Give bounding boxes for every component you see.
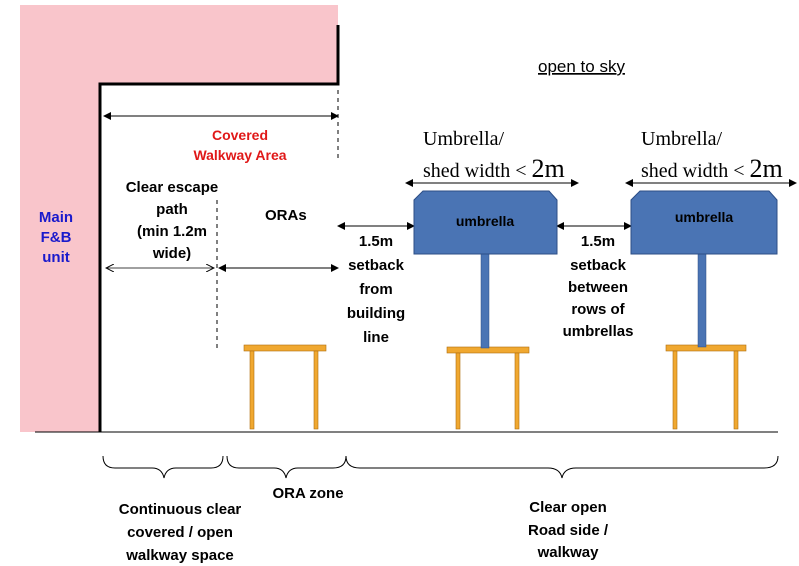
svg-text:(min 1.2m: (min 1.2m [137,223,207,240]
svg-text:1.5m: 1.5m [359,233,393,250]
zone-continuous-label: Continuous clear covered / open walkway … [119,501,242,564]
svg-text:shed width < 2m: shed width < 2m [423,154,565,183]
svg-text:walkway space: walkway space [125,547,234,564]
brace-ora-zone [226,455,347,479]
zone-road-label: Clear open Road side / walkway [528,499,609,561]
svg-text:Clear escape: Clear escape [126,179,219,196]
svg-text:umbrellas: umbrellas [563,323,634,340]
svg-text:unit: unit [42,249,70,266]
covered-walkway-label: Covered Walkway Area [193,127,286,163]
svg-text:between: between [568,279,628,296]
umbrella-1: umbrella [413,190,558,349]
svg-text:Umbrella/: Umbrella/ [641,128,723,150]
umbrella-2: umbrella [630,190,778,348]
setback-building-label: 1.5m setback from building line [347,233,405,346]
oras-label: ORAs [265,207,307,224]
umbrella-2-label: umbrella [675,209,734,225]
svg-text:Clear open: Clear open [529,499,607,516]
brace-road-side [345,455,779,479]
svg-text:Continuous clear: Continuous clear [119,501,242,518]
svg-text:covered / open: covered / open [127,524,233,541]
main-unit-label: Main F&B unit [39,209,73,266]
svg-text:Road side /: Road side / [528,522,609,539]
svg-text:line: line [363,329,389,346]
table-3 [665,344,747,430]
svg-text:building: building [347,305,405,322]
svg-text:wide): wide) [152,245,191,262]
svg-text:F&B: F&B [41,229,72,246]
clear-escape-label: Clear escape path (min 1.2m wide) [126,179,219,262]
svg-text:Covered: Covered [212,127,268,143]
svg-text:Main: Main [39,209,73,226]
setback-rows-label: 1.5m setback between rows of umbrellas [563,233,634,340]
svg-text:setback: setback [570,257,627,274]
svg-text:walkway: walkway [537,544,600,561]
umbrella-width-label-1: Umbrella/ shed width < 2m [423,128,565,183]
svg-text:shed width < 2m: shed width < 2m [641,154,783,183]
svg-text:rows of: rows of [571,301,625,318]
svg-text:path: path [156,201,188,218]
table-2 [446,346,530,430]
umbrella-width-label-2: Umbrella/ shed width < 2m [641,128,783,183]
svg-text:setback: setback [348,257,405,274]
svg-text:from: from [359,281,392,298]
open-to-sky-label: open to sky [538,57,625,76]
umbrella-1-label: umbrella [456,213,515,229]
svg-text:Walkway Area: Walkway Area [193,147,286,163]
zone-ora-label: ORA zone [272,485,343,502]
brace-continuous-walkway [102,455,224,479]
svg-text:1.5m: 1.5m [581,233,615,250]
table-1 [243,344,327,430]
svg-text:Umbrella/: Umbrella/ [423,128,505,150]
building-outline [98,25,340,432]
